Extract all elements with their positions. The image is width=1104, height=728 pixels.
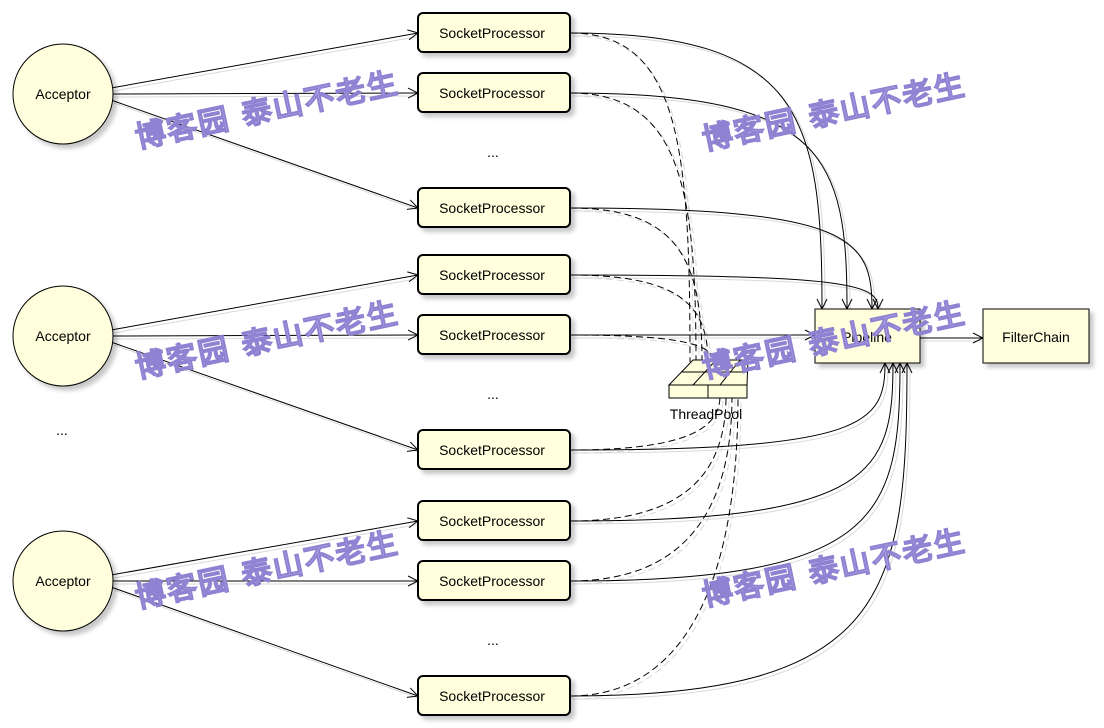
processor-to-threadpool-edge xyxy=(569,207,703,363)
processor-ellipsis: ... xyxy=(487,386,499,402)
processor-ellipsis: ... xyxy=(487,632,499,648)
processor-to-pipeline-edge xyxy=(569,92,847,309)
socket-processor-label: SocketProcessor xyxy=(439,25,545,41)
processor-to-pipeline-edge xyxy=(569,363,900,582)
processor-to-threadpool-edge-shadow xyxy=(572,277,712,366)
watermark-text: 博客园 泰山不老生 xyxy=(699,524,969,614)
socket-processor-label: SocketProcessor xyxy=(439,573,545,589)
acceptor-to-processor-edge-shadow xyxy=(113,102,422,212)
processor-to-threadpool-edge xyxy=(569,395,727,522)
processor-to-threadpool-edge xyxy=(569,92,697,363)
processor-to-threadpool-edge xyxy=(569,32,691,363)
acceptor-node-2: Acceptor xyxy=(12,285,114,387)
pipeline-node: Pipeline xyxy=(814,308,921,364)
acceptor-to-processor-edge-shadow xyxy=(113,95,422,98)
socket-processor-label: SocketProcessor xyxy=(439,442,545,458)
socket-processor-label: SocketProcessor xyxy=(439,688,545,704)
filterchain-node: FilterChain xyxy=(982,308,1090,364)
threadpool-label: ThreadPool xyxy=(670,406,742,422)
threadpool-node: ThreadPool xyxy=(667,359,749,422)
processor-to-threadpool-edge-shadow xyxy=(572,398,730,525)
acceptor-to-processor-edge-shadow xyxy=(113,344,422,454)
watermark-text: 博客园 泰山不老生 xyxy=(699,68,969,158)
acceptor-to-processor-edge-shadow xyxy=(113,589,422,700)
socket-processor-node-4: SocketProcessor xyxy=(417,254,571,295)
acceptor-to-processor-edge xyxy=(110,586,418,696)
processor-to-threadpool-edge xyxy=(569,274,709,363)
processor-to-threadpool-edge-shadow xyxy=(572,398,742,700)
acceptor-ellipsis: ... xyxy=(56,422,68,438)
socket-processor-node-8: SocketProcessor xyxy=(417,560,571,601)
acceptor-to-processor-edge xyxy=(110,33,418,89)
processor-to-threadpool-edge-shadow xyxy=(572,95,700,366)
processor-to-pipeline-edge-shadow xyxy=(572,365,889,454)
acceptor-to-processor-edge-shadow xyxy=(113,35,422,92)
socket-processor-label: SocketProcessor xyxy=(439,327,545,343)
processor-to-threadpool-edge xyxy=(569,334,715,363)
watermark-text: 博客园 泰山不老生 xyxy=(132,66,402,156)
socket-processor-node-3: SocketProcessor xyxy=(417,187,571,228)
socket-processor-label: SocketProcessor xyxy=(439,513,545,529)
acceptor-to-processor-edge-shadow xyxy=(113,523,422,579)
watermark-text: 博客园 泰山不老生 xyxy=(132,296,402,386)
socket-processor-label: SocketProcessor xyxy=(439,200,545,216)
acceptor-label: Acceptor xyxy=(35,328,91,344)
socket-processor-node-6: SocketProcessor xyxy=(417,429,571,470)
processor-to-pipeline-edge xyxy=(569,274,878,309)
acceptor-to-processor-edge xyxy=(110,521,418,576)
edge-layer xyxy=(110,32,983,697)
processor-to-threadpool-edge-shadow xyxy=(572,35,694,366)
socket-processor-node-2: SocketProcessor xyxy=(417,72,571,113)
processor-to-pipeline-edge-shadow xyxy=(572,210,876,313)
socket-processor-node-5: SocketProcessor xyxy=(417,314,571,355)
pipeline-label: Pipeline xyxy=(842,329,892,345)
watermark-text: 博客园 泰山不老生 xyxy=(132,526,402,616)
processor-to-pipeline-edge-shadow xyxy=(572,365,904,585)
processor-to-pipeline-edge xyxy=(569,32,822,309)
acceptor-to-processor-edge-shadow xyxy=(113,337,422,340)
processor-to-pipeline-edge xyxy=(569,207,872,309)
socket-processor-node-1: SocketProcessor xyxy=(417,12,571,53)
processor-to-pipeline-edge-shadow xyxy=(572,365,911,700)
processor-to-threadpool-edge xyxy=(569,395,721,451)
filterchain-label: FilterChain xyxy=(1002,329,1070,345)
processor-to-pipeline-edge xyxy=(569,363,893,522)
processor-to-threadpool-edge-shadow xyxy=(572,398,724,454)
processor-to-threadpool-edge-shadow xyxy=(572,398,736,585)
processor-to-pipeline-edge xyxy=(569,363,907,697)
acceptor-to-processor-edge-shadow xyxy=(113,277,422,334)
processor-to-pipeline-edge xyxy=(569,363,885,451)
acceptor-to-processor-edge xyxy=(110,341,418,450)
socket-processor-node-7: SocketProcessor xyxy=(417,500,571,541)
socket-processor-node-9: SocketProcessor xyxy=(417,675,571,716)
acceptor-to-processor-edge xyxy=(110,99,418,208)
acceptor-label: Acceptor xyxy=(35,86,91,102)
acceptor-node-3: Acceptor xyxy=(12,530,114,632)
socket-processor-label: SocketProcessor xyxy=(439,85,545,101)
processor-to-pipeline-edge-shadow xyxy=(572,365,897,525)
acceptor-node-1: Acceptor xyxy=(12,43,114,145)
processor-to-pipeline-edge-shadow xyxy=(572,35,826,313)
acceptor-to-processor-edge xyxy=(110,335,418,336)
acceptor-to-processor-edge xyxy=(110,93,418,94)
processor-to-threadpool-edge xyxy=(569,395,733,582)
socket-processor-label: SocketProcessor xyxy=(439,267,545,283)
processor-ellipsis: ... xyxy=(487,144,499,160)
threadpool-icon xyxy=(667,359,749,399)
processor-to-threadpool-edge xyxy=(569,395,739,697)
acceptor-label: Acceptor xyxy=(35,573,91,589)
acceptor-to-processor-edge xyxy=(110,275,418,331)
